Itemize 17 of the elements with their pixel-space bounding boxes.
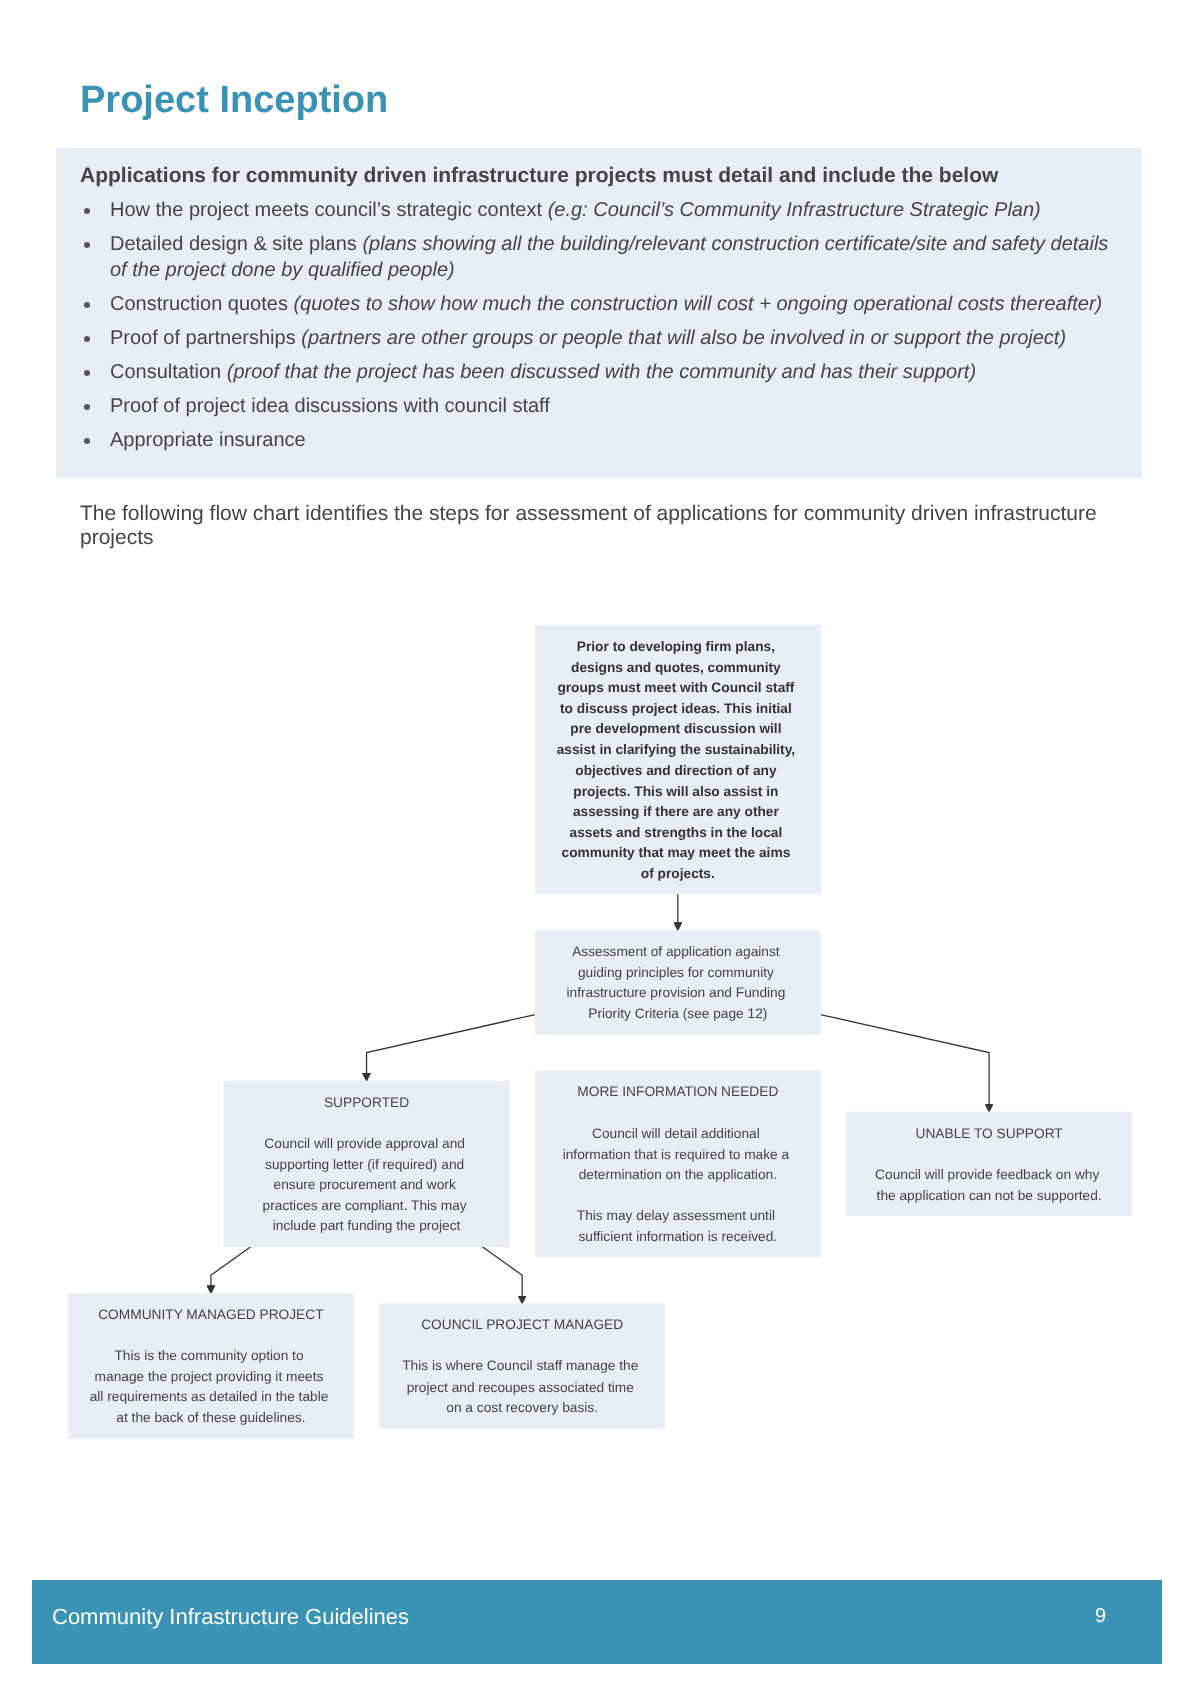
bullet-item: Consultation (proof that the project has been discussed with the community and has their support) bbox=[110, 360, 977, 386]
panel-heading: Applications for community driven infrastructure projects must detail and include the below bbox=[80, 164, 1001, 188]
intro-text: The following flow chart identifies the steps for assessment of applications for community driven infrastructure projects bbox=[80, 502, 1099, 550]
arrow bbox=[481, 1245, 527, 1305]
bullet-item: Proof of partnerships (partners are other groups or people that will also be involved in or support the project) bbox=[110, 326, 1067, 352]
bullet-item: Appropriate insurance bbox=[110, 428, 306, 454]
arrow bbox=[819, 1013, 994, 1113]
arrow bbox=[673, 893, 683, 932]
bullet-item: Construction quotes (quotes to show how much the construction will cost + ongoing operational costs thereafter) bbox=[110, 292, 1103, 318]
bullet-item: How the project meets council’s strategic context (e.g: Council’s Community Infrastructure Strategic Plan) bbox=[110, 198, 1041, 224]
bullet-item: Proof of project idea discussions with council staff bbox=[110, 394, 550, 420]
page-title: Project Inception bbox=[80, 80, 391, 124]
arrow bbox=[361, 1013, 536, 1082]
footer-title: Community Infrastructure Guidelines bbox=[52, 1606, 410, 1630]
bullet-item: Detailed design & site plans (plans showing all the building/relevant construction certificate/site and safety details of the project done by qualified people) bbox=[110, 232, 1111, 284]
arrow bbox=[206, 1245, 252, 1295]
page-number: 9 bbox=[1094, 1606, 1106, 1628]
